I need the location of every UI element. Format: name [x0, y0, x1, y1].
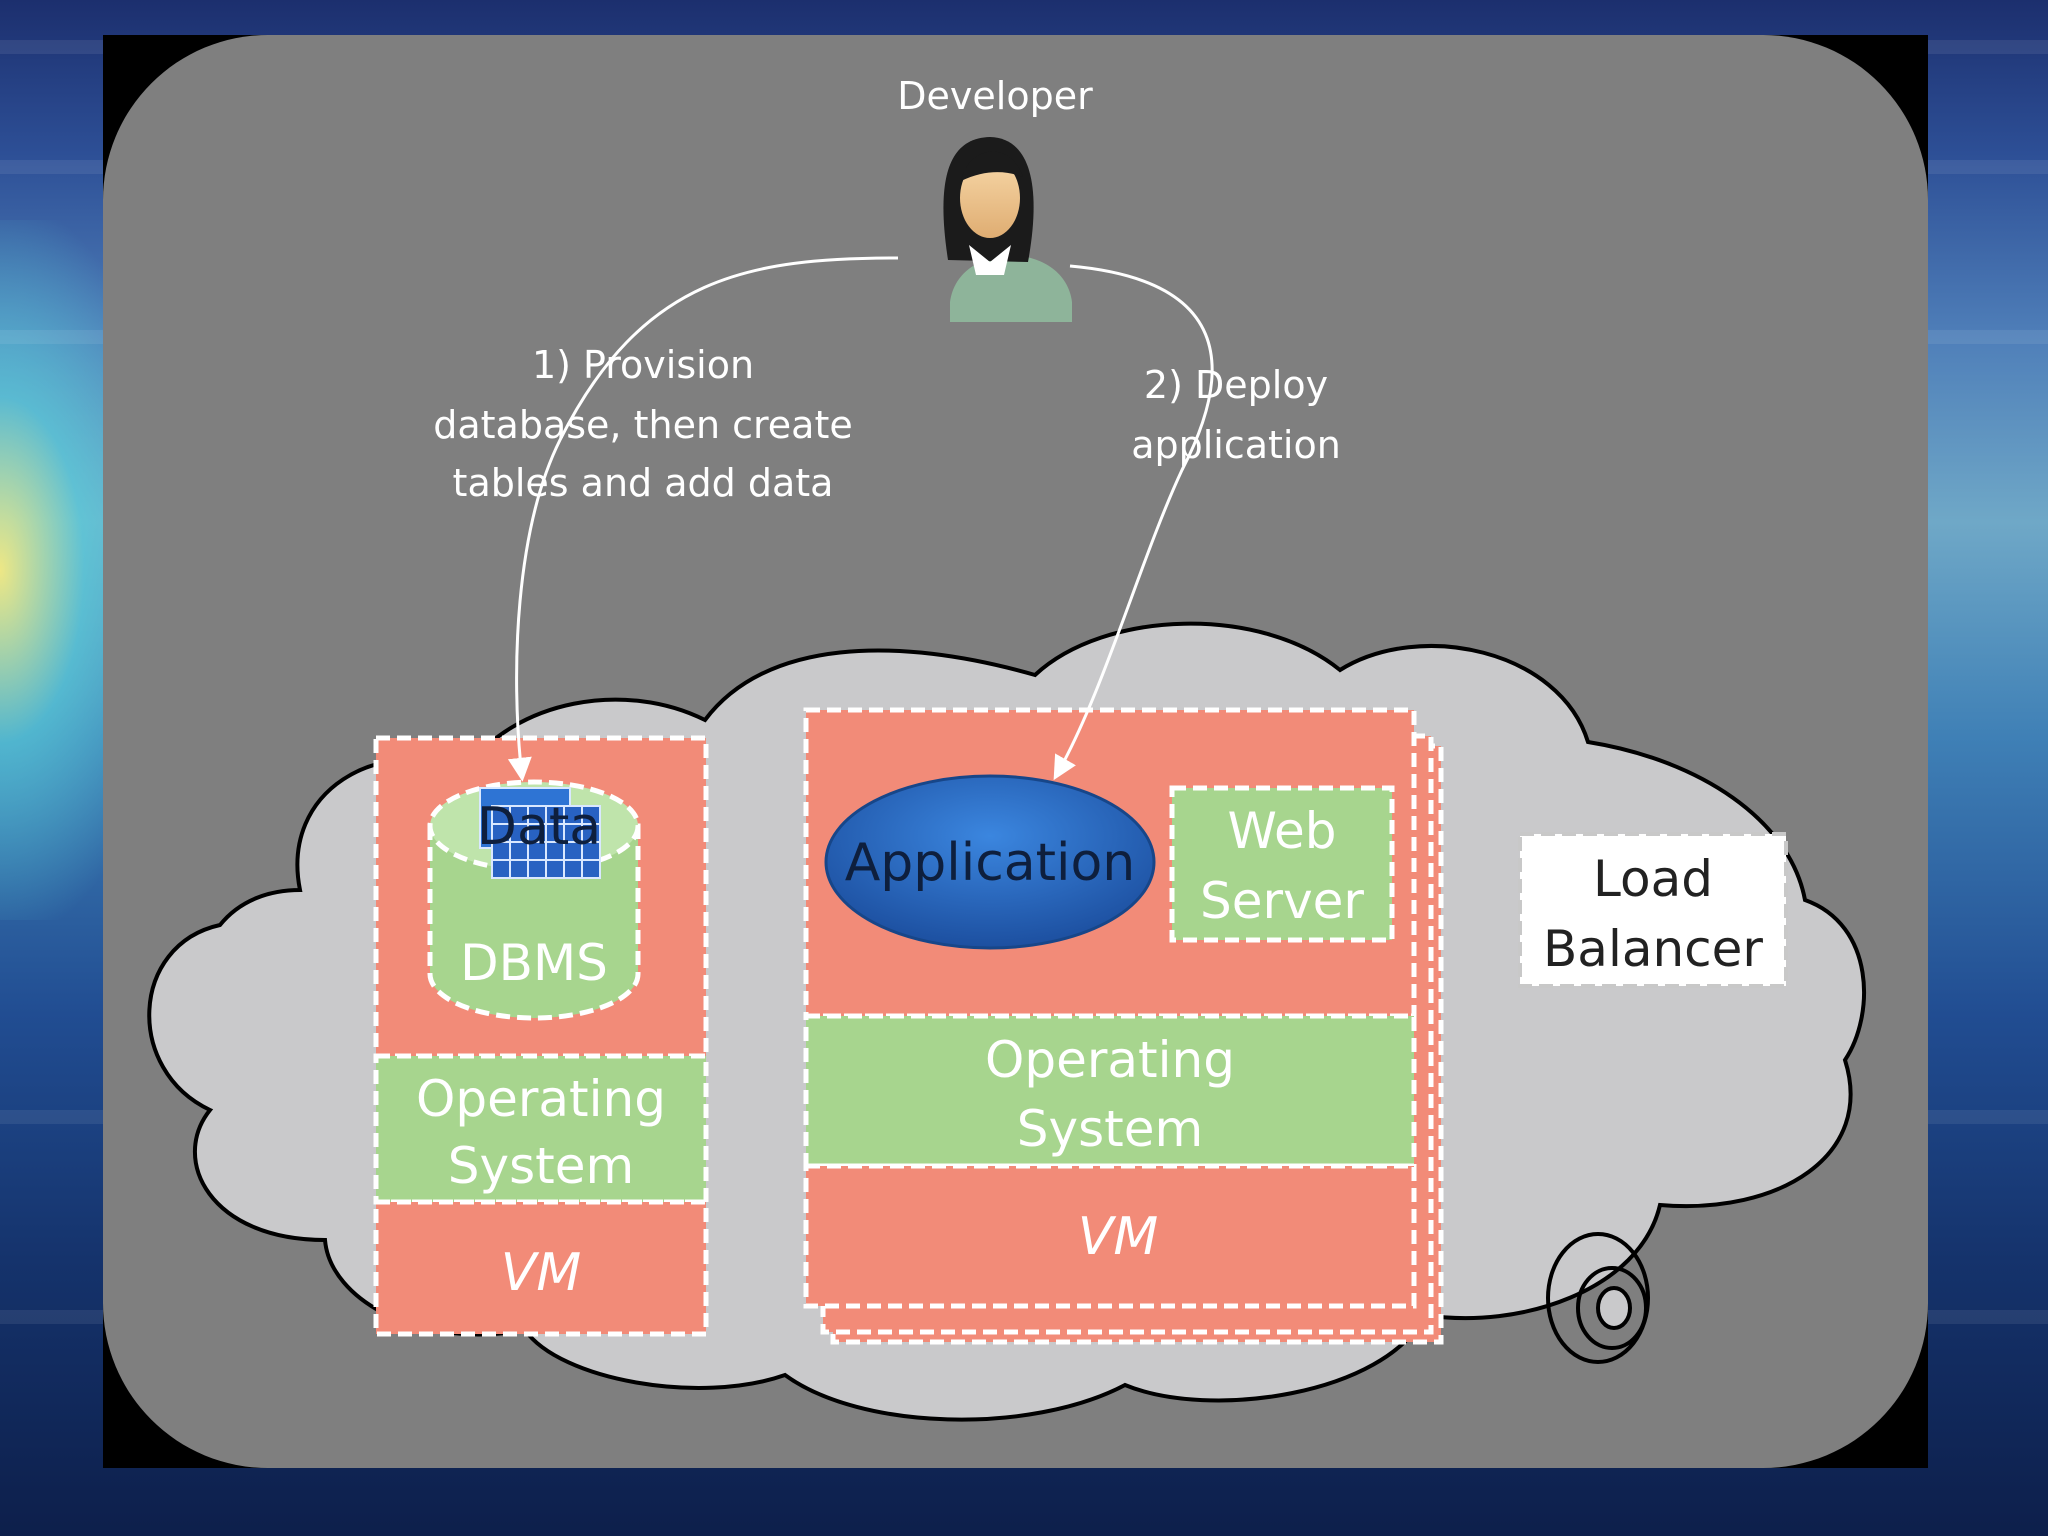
application-label: Application [845, 833, 1136, 893]
provision-step-line1: 1) Provision [532, 343, 754, 387]
app-os-label-line1: Operating [985, 1031, 1235, 1089]
db-os-label-line1: Operating [416, 1070, 666, 1128]
load-balancer-box [1518, 832, 1788, 988]
db-os-label-line2: System [448, 1137, 634, 1195]
app-vm-label: VM [1078, 1207, 1158, 1267]
deploy-arrow [1053, 264, 1214, 781]
web-server-box [1169, 785, 1395, 943]
application-vm-stacks: Application Web Server Operating System … [803, 707, 1444, 1345]
app-vm-layer [803, 1163, 1417, 1309]
data-label: Data [477, 797, 601, 857]
db-vm-label: VM [501, 1243, 581, 1303]
deploy-step-line1: 2) Deploy [1144, 363, 1328, 407]
developer-icon [943, 137, 1072, 322]
db-os-layer [373, 1053, 709, 1205]
web-server-label-line2: Server [1200, 872, 1364, 930]
dbms-label: DBMS [460, 934, 608, 992]
developer-label: Developer [897, 74, 1093, 118]
data-table-icon [479, 787, 601, 879]
database-vm-stack: Data DBMS Operating System VM [373, 735, 709, 1337]
load-balancer-label-line2: Balancer [1543, 920, 1763, 978]
deploy-step-line2: application [1131, 423, 1341, 467]
cloud-curl-decoration [1546, 1232, 1650, 1364]
provision-step-line3: tables and add data [453, 461, 834, 505]
app-os-layer [803, 1013, 1417, 1169]
provision-arrow [507, 256, 899, 782]
app-os-label-line2: System [1017, 1100, 1203, 1158]
db-vm-layer [373, 1199, 709, 1337]
load-balancer-label-line1: Load [1593, 850, 1713, 908]
application-ellipse [824, 774, 1156, 950]
provision-step-line2: database, then create [433, 403, 852, 447]
web-server-label-line1: Web [1227, 802, 1336, 860]
